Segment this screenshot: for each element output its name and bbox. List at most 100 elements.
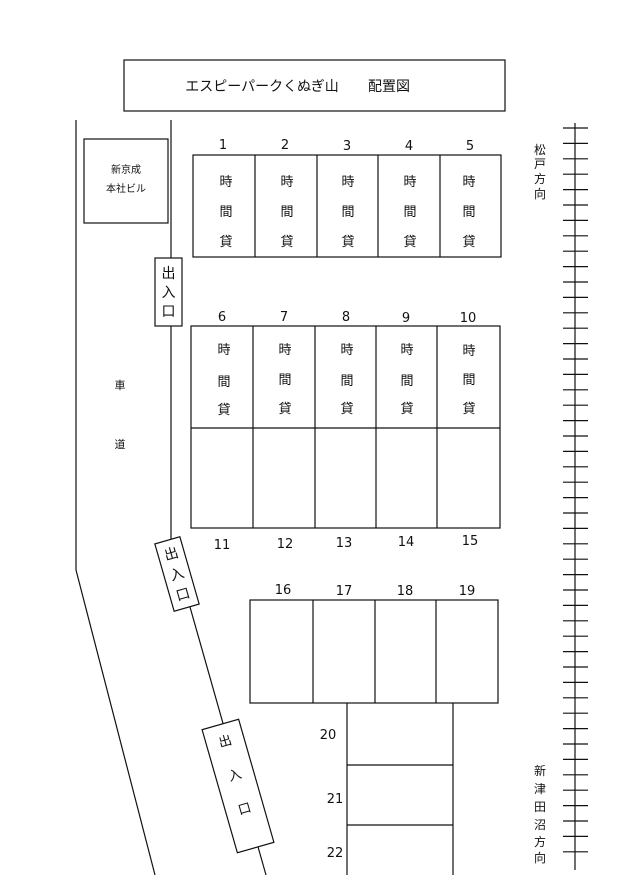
spot-number-14: 14: [398, 535, 415, 550]
hourly-label: 時 間 貸: [400, 343, 413, 417]
entrance-2-frame: [154, 536, 200, 612]
direction-south-char: 向: [534, 850, 546, 865]
spot-number-18: 18: [397, 584, 414, 599]
hourly-char-3: 貸: [280, 234, 293, 250]
building-label-line2: 本社ビル: [106, 182, 146, 195]
building-frame: [83, 138, 169, 224]
entrance-1-char-1: 出: [162, 266, 176, 282]
spot-number-10: 10: [460, 311, 477, 326]
spot-number-3: 3: [343, 139, 351, 154]
direction-matsudo: 松 戸 方 向: [534, 143, 546, 201]
direction-shin-tsudanuma: 新 津 田 沼 方 向: [534, 763, 546, 865]
entrance-2-char-1: 出: [163, 545, 181, 564]
spot-number-12: 12: [277, 537, 294, 552]
row-4-frame: [249, 599, 499, 704]
hourly-char-3: 貸: [403, 234, 416, 250]
spot-number-4: 4: [405, 139, 413, 154]
hourly-char-3: 貸: [462, 234, 475, 250]
hourly-char-1: 時: [462, 344, 475, 359]
direction-south-char: 田: [534, 800, 546, 814]
hourly-char-3: 貸: [217, 402, 230, 418]
hourly-char-1: 時: [403, 175, 416, 190]
hourly-char-1: 時: [341, 175, 354, 190]
direction-south-char: 方: [534, 834, 546, 849]
parking-row-4: 16 17 18 19: [249, 583, 499, 704]
railway-track: [563, 123, 588, 870]
hourly-char-2: 間: [219, 205, 232, 220]
parking-rows-2-3: 6 7 8 9 10 時 間 貸 時 間 貸 時 間 貸 時 間 貸 時 間 貸: [190, 310, 501, 553]
hourly-label: 時 間 貸: [340, 343, 353, 417]
hourly-char-1: 時: [217, 343, 230, 358]
road-label-2: 道: [115, 437, 126, 451]
entrance-1-char-3: 口: [162, 304, 176, 320]
hourly-char-2: 間: [340, 374, 353, 389]
direction-north-char: 向: [534, 186, 546, 201]
hourly-char-1: 時: [462, 175, 475, 190]
hourly-label: 時 間 貸: [462, 175, 475, 250]
entrance-3-frame: [201, 718, 275, 854]
hourly-label: 時 間 貸: [217, 343, 230, 418]
entrance-3-char-2: 入: [227, 767, 244, 785]
spot-number-19: 19: [459, 584, 476, 599]
hourly-char-3: 貸: [462, 401, 475, 417]
entrance-3-char-1: 出: [217, 733, 234, 751]
row-1-frame: [192, 154, 502, 258]
direction-north-char: 方: [534, 171, 546, 186]
spot-number-21: 21: [327, 792, 344, 807]
parking-column: 20 21 22: [320, 703, 454, 875]
spot-number-6: 6: [218, 310, 226, 325]
hourly-label: 時 間 貸: [278, 343, 291, 417]
hourly-char-2: 間: [403, 205, 416, 220]
spot-number-5: 5: [466, 139, 474, 154]
hourly-char-3: 貸: [341, 234, 354, 250]
spot-number-20: 20: [320, 728, 337, 743]
spot-number-11: 11: [214, 538, 231, 553]
direction-south-char: 沼: [534, 818, 546, 832]
parking-row-1: 1 2 3 4 5 時 間 貸 時 間 貸 時 間 貸 時 間 貸 時 間 貸: [192, 138, 502, 258]
road: 車 道: [75, 120, 267, 876]
spot-number-2: 2: [281, 138, 289, 153]
map-title: エスピーパークくぬぎ山: [185, 79, 339, 95]
hourly-char-2: 間: [400, 374, 413, 389]
entrance-2: 出 入 口: [154, 536, 200, 612]
entrance-1-frame: [154, 257, 183, 327]
direction-north-char: 戸: [534, 157, 546, 171]
hourly-char-1: 時: [219, 175, 232, 190]
entrance-1-char-2: 入: [162, 285, 176, 301]
title-frame: [123, 59, 506, 112]
entrance-3: 出 入 口: [201, 718, 275, 854]
hourly-char-1: 時: [278, 343, 291, 358]
entrance-2-char-3: 口: [174, 586, 192, 605]
spot-number-7: 7: [280, 310, 288, 325]
hourly-char-3: 貸: [278, 401, 291, 417]
entrance-1: 出 入 口: [154, 257, 183, 327]
hourly-char-2: 間: [462, 373, 475, 388]
direction-north-char: 松: [534, 143, 546, 157]
entrance-2-char-2: 入: [168, 565, 186, 584]
spot-number-1: 1: [219, 138, 227, 153]
hourly-char-3: 貸: [219, 234, 232, 250]
hourly-label: 時 間 貸: [280, 175, 293, 250]
hourly-char-2: 間: [462, 205, 475, 220]
direction-south-char: 津: [534, 782, 546, 796]
spot-number-9: 9: [402, 311, 410, 326]
hourly-char-2: 間: [341, 205, 354, 220]
hourly-label: 時 間 貸: [219, 175, 232, 250]
road-label-1: 車: [115, 378, 126, 392]
direction-south-char: 新: [534, 763, 546, 778]
hourly-char-2: 間: [278, 373, 291, 388]
building-keisei-hq: 新京成 本社ビル: [83, 138, 169, 224]
spot-number-17: 17: [336, 584, 353, 599]
hourly-char-1: 時: [280, 175, 293, 190]
building-label-line1: 新京成: [111, 163, 141, 176]
spot-number-15: 15: [462, 534, 479, 549]
spot-number-16: 16: [275, 583, 292, 598]
hourly-label: 時 間 貸: [462, 344, 475, 417]
spot-number-8: 8: [342, 310, 350, 325]
hourly-char-2: 間: [280, 205, 293, 220]
rows-2-3-frame: [190, 325, 501, 529]
hourly-label: 時 間 貸: [403, 175, 416, 250]
hourly-char-3: 貸: [400, 401, 413, 417]
road-left-edge-diagonal: [75, 569, 156, 876]
